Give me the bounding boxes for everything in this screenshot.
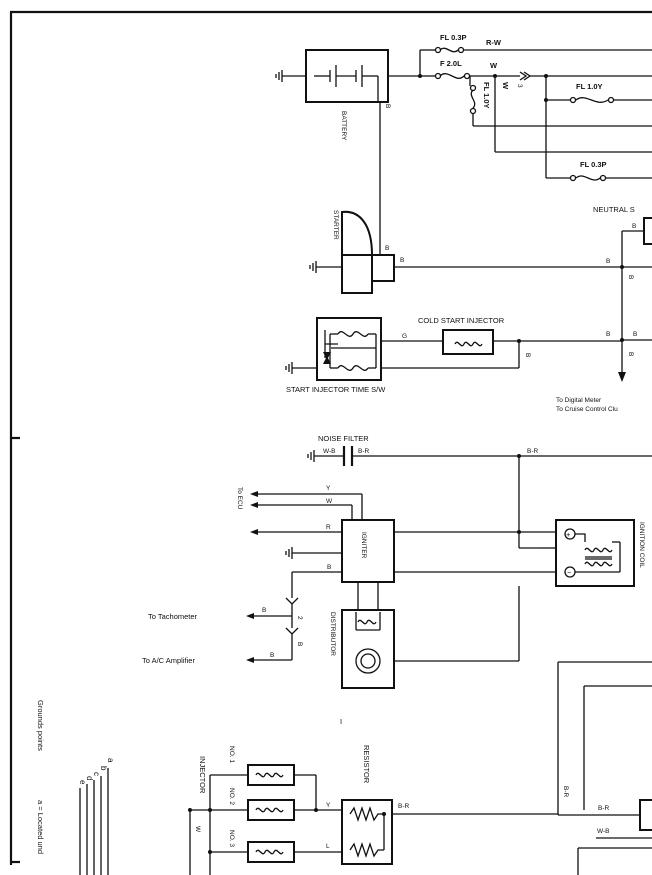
ecu-label: To ECU — [236, 487, 243, 510]
wire-w-label: W — [490, 61, 498, 70]
cold-start-injector: COLD START INJECTOR G B B B — [381, 316, 637, 369]
fuse-fl10y: FL 1.0Y — [544, 76, 652, 178]
ground-a: a — [106, 758, 115, 763]
ecu-b-label: B — [327, 564, 331, 571]
ground-c: c — [92, 772, 101, 776]
battery: BATTERY B — [305, 49, 391, 141]
start-injector-sw-label: START INJECTOR TIME S/W — [286, 385, 386, 394]
neutral-wire-b3-label: B — [627, 275, 634, 279]
pin-3-label: 3 — [516, 84, 523, 88]
fuse-fl03p-top: FL 0.3P R-W — [434, 33, 652, 54]
battery-terminal-label: B — [384, 104, 391, 108]
right-br-label: B-R — [562, 786, 569, 798]
starter: STARTER B B — [332, 102, 652, 294]
start-injector-ground-icon — [285, 362, 317, 374]
ecu-r-label: R — [326, 524, 331, 531]
injector-l-label: L — [326, 843, 330, 850]
tachometer-b-label: B — [262, 607, 266, 614]
noise-filter-br2-label: B-R — [527, 448, 539, 455]
fuse-fl10y-label: FL 1.0Y — [576, 82, 603, 91]
igniter-label: IGNITER — [360, 532, 367, 559]
right-br2-label: B-R — [598, 805, 610, 812]
distributor-label: DISTRIBUTOR — [329, 612, 336, 656]
wire-w-vertical: W — [494, 76, 652, 153]
distributor: DISTRIBUTOR — [329, 586, 520, 689]
starter-wire-b2-label: B — [400, 257, 404, 264]
page-border — [9, 10, 652, 865]
ground-note: a = Located und — [36, 800, 45, 854]
tachometer-label: To Tachometer — [148, 612, 198, 621]
tachometer-pin2-label: 2 — [296, 616, 303, 620]
fuse-fl10y-vertical-label: FL 1.0Y — [482, 82, 491, 109]
fuse-fl03p-top-label: FL 0.3P — [440, 33, 467, 42]
igniter: IGNITER Y W R To ECU B — [236, 485, 556, 612]
cold-start-wire-g-label: G — [402, 333, 407, 340]
noise-filter-br-label: B-R — [358, 448, 370, 455]
neutral-wire-b-label: B — [632, 223, 636, 230]
mark-i: I — [340, 717, 342, 726]
ac-amp-b-label: B — [270, 652, 274, 659]
right-harness-wires: B-R B-R W-B — [557, 661, 652, 875]
resistor-br-label: B-R — [398, 803, 410, 810]
fuse-f20l: F 2.0L W 3 — [434, 59, 652, 88]
coil-plus-label: + — [566, 530, 571, 539]
digital-meter-line1: To Digital Meter — [556, 397, 602, 404]
injector-no1-label: NO. 1 — [228, 746, 235, 763]
injector-no2-label: NO. 2 — [228, 788, 235, 805]
injector-label: INJECTOR — [198, 756, 207, 794]
injector-no3-label: NO. 3 — [228, 830, 235, 847]
neutral-wire-b2-label: B — [606, 258, 610, 265]
battery-label: BATTERY — [340, 111, 347, 141]
tachometer-connector: To Tachometer B 2 B To A/C Amplifier B — [142, 597, 303, 665]
cold-start-injector-label: COLD START INJECTOR — [418, 316, 505, 325]
neutral-start-label: NEUTRAL S — [593, 205, 635, 214]
tachometer-b2-label: B — [296, 642, 303, 646]
digital-meter-line2: To Cruise Control Clu — [556, 406, 618, 413]
ecu-w-label: W — [326, 498, 333, 505]
fuse-fl10y-vertical: FL 1.0Y — [469, 76, 652, 127]
battery-ground-icon — [275, 70, 306, 82]
cold-start-wire-b2-label: B — [606, 331, 610, 338]
starter-wire-b1-label: B — [385, 245, 389, 252]
fuse-f20l-label: F 2.0L — [440, 59, 462, 68]
neutral-start-switch: NEUTRAL S B B B B — [593, 205, 652, 382]
digital-meter-note: To Digital Meter To Cruise Control Clu — [556, 397, 618, 413]
ground-b: b — [99, 766, 108, 771]
start-injector-time-switch: START INJECTOR TIME S/W — [286, 317, 386, 394]
ground-e: e — [78, 780, 87, 785]
resistor: B-R RESISTOR — [341, 745, 558, 865]
fuse-fl03p-low-label: FL 0.3P — [580, 160, 607, 169]
resistor-label: RESISTOR — [362, 745, 371, 784]
ground-d: d — [85, 776, 94, 780]
grounds-legend: Grounds points a b c d e a = Located und… — [36, 700, 342, 875]
noise-filter: NOISE FILTER W-B B-R B-R — [307, 434, 652, 548]
grounds-title: Grounds points — [36, 700, 45, 751]
injector-w-label: W — [194, 826, 201, 833]
wire-rw-label: R-W — [486, 38, 502, 47]
ac-amp-label: To A/C Amplifier — [142, 656, 195, 665]
wire-w-vertical-label: W — [501, 82, 510, 90]
noise-filter-wb-label: W-B — [323, 448, 336, 455]
injector-y-label: Y — [326, 802, 331, 809]
right-wb-label: W-B — [597, 828, 610, 835]
injectors: INJECTOR W NO. 1 NO. 2 NO. 3 Y L — [188, 746, 342, 875]
noise-filter-label: NOISE FILTER — [318, 434, 369, 443]
coil-minus-label: − — [567, 568, 572, 577]
battery-positive-wire — [388, 49, 435, 78]
ecu-y-label: Y — [326, 485, 331, 492]
cold-start-wire-b3-label: B — [633, 331, 637, 338]
starter-ground-icon — [309, 261, 342, 273]
neutral-wire-b4-label: B — [627, 352, 634, 356]
starter-label: STARTER — [332, 210, 339, 240]
fuse-fl03p-low: FL 0.3P — [546, 160, 652, 182]
ignition-coil-label: IGNITION COIL — [638, 522, 645, 568]
cold-start-wire-b-label: B — [524, 353, 531, 357]
ignition-coil: + − IGNITION COIL — [541, 519, 645, 587]
